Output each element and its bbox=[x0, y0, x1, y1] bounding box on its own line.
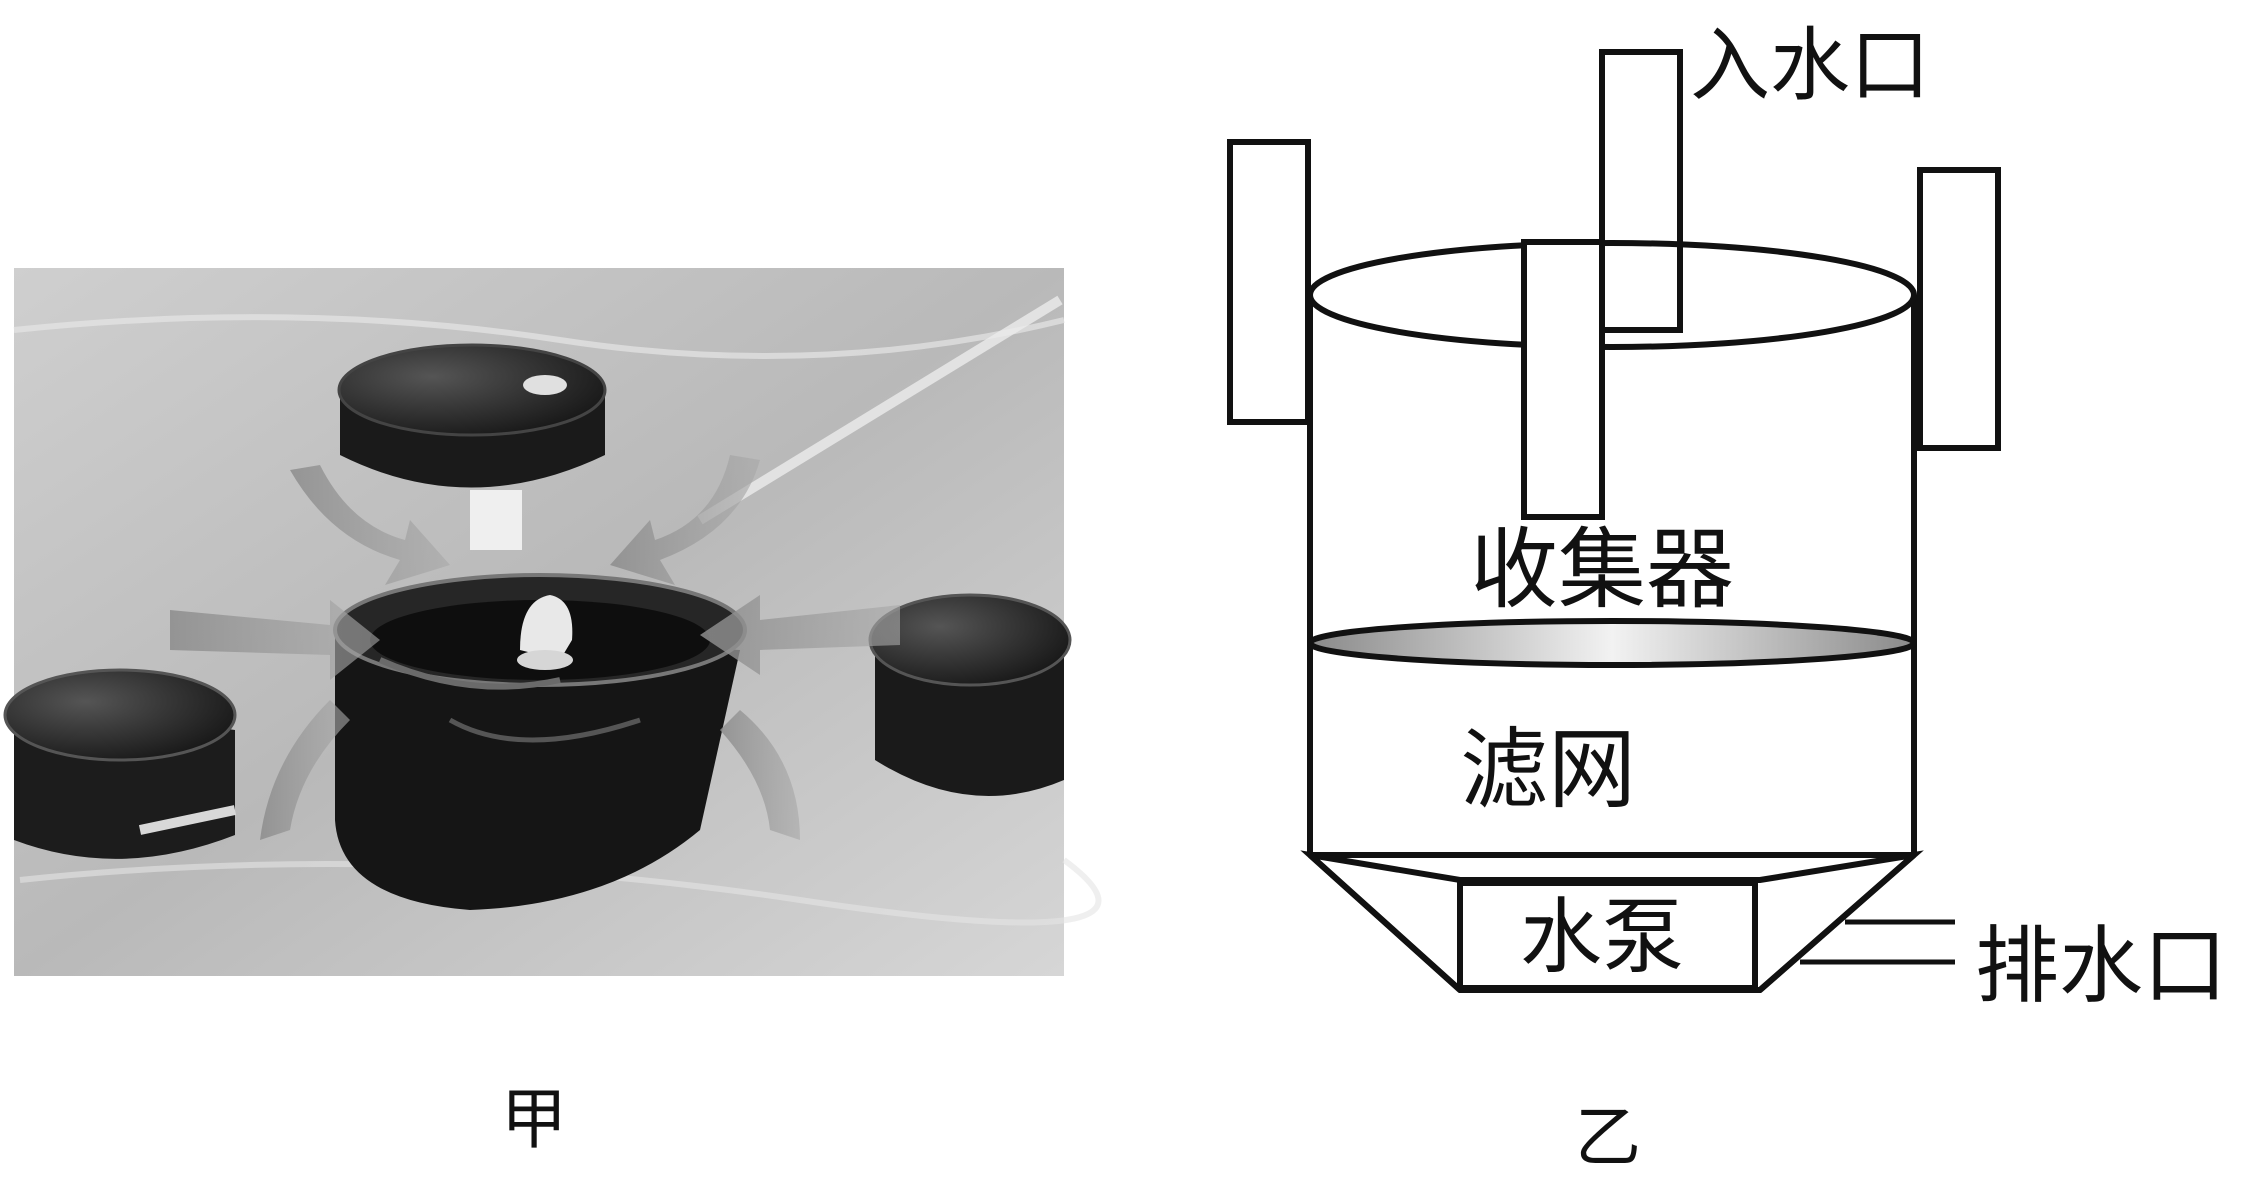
label-outlet: 排水口 bbox=[1975, 917, 2227, 1015]
label-collector: 收集器 bbox=[1470, 518, 1734, 621]
schematic-yi bbox=[1227, 49, 2001, 993]
cylinder-top-rim bbox=[1307, 240, 1917, 350]
label-filter: 滤网 bbox=[1460, 718, 1636, 821]
float-right bbox=[868, 593, 1072, 796]
caption-jia: 甲 bbox=[501, 1081, 567, 1158]
water-ripple bbox=[697, 295, 1063, 525]
label-pump: 水泵 bbox=[1520, 890, 1684, 985]
collector-body bbox=[333, 573, 747, 910]
inner-pipe bbox=[1521, 239, 1605, 520]
right-handle bbox=[1917, 167, 2001, 451]
photo-jia bbox=[3, 268, 1102, 976]
filter-disc bbox=[1307, 618, 1917, 668]
pump-box bbox=[1457, 880, 1758, 991]
water-ripple bbox=[19, 857, 1102, 926]
left-handle bbox=[1227, 139, 1311, 425]
float-left bbox=[3, 668, 237, 859]
caption-yi: 乙 bbox=[1575, 1099, 1641, 1176]
light-beam bbox=[470, 490, 522, 550]
flow-arrows bbox=[170, 455, 900, 840]
water-ripple bbox=[13, 314, 1065, 359]
float-top bbox=[337, 343, 607, 488]
label-inlet: 入水口 bbox=[1690, 19, 1930, 112]
